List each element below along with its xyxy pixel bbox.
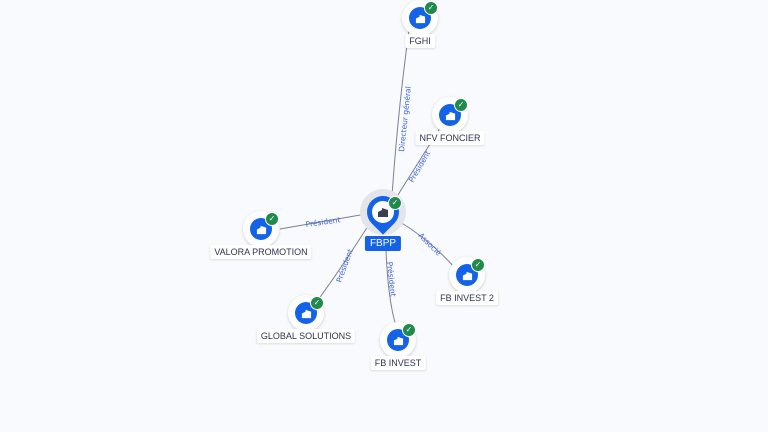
edge-fghi bbox=[391, 29, 410, 196]
verified-check-icon: ✓ bbox=[265, 212, 279, 226]
edge-valora bbox=[279, 213, 367, 230]
node-label: VALORA PROMOTION bbox=[210, 245, 312, 259]
node-label: FBPP bbox=[364, 236, 402, 251]
verified-check-icon: ✓ bbox=[388, 196, 402, 210]
verified-check-icon: ✓ bbox=[402, 323, 416, 337]
node-label: GLOBAL SOLUTIONS bbox=[256, 329, 356, 343]
verified-check-icon: ✓ bbox=[310, 296, 324, 310]
verified-check-icon: ✓ bbox=[424, 1, 438, 15]
edge-global bbox=[317, 225, 369, 301]
edge-fb-invest-2 bbox=[399, 221, 456, 269]
edge-label-fghi: Directeur général bbox=[397, 86, 413, 152]
verified-check-icon: ✓ bbox=[454, 98, 468, 112]
node-label: NFV FONCIER bbox=[415, 131, 485, 145]
edge-label-nfv: Président bbox=[407, 149, 432, 184]
edge-fb-invest bbox=[385, 249, 397, 327]
verified-check-icon: ✓ bbox=[471, 258, 485, 272]
edge-label-fb-invest-2: Associé bbox=[417, 231, 444, 258]
node-label: FB INVEST bbox=[370, 356, 426, 370]
edge-label-fb-invest: Président bbox=[385, 261, 398, 297]
edge-label-global: Président bbox=[334, 248, 354, 284]
edge-label-valora: Président bbox=[305, 215, 341, 229]
node-label: FGHI bbox=[405, 34, 435, 48]
node-label: FB INVEST 2 bbox=[436, 291, 498, 305]
